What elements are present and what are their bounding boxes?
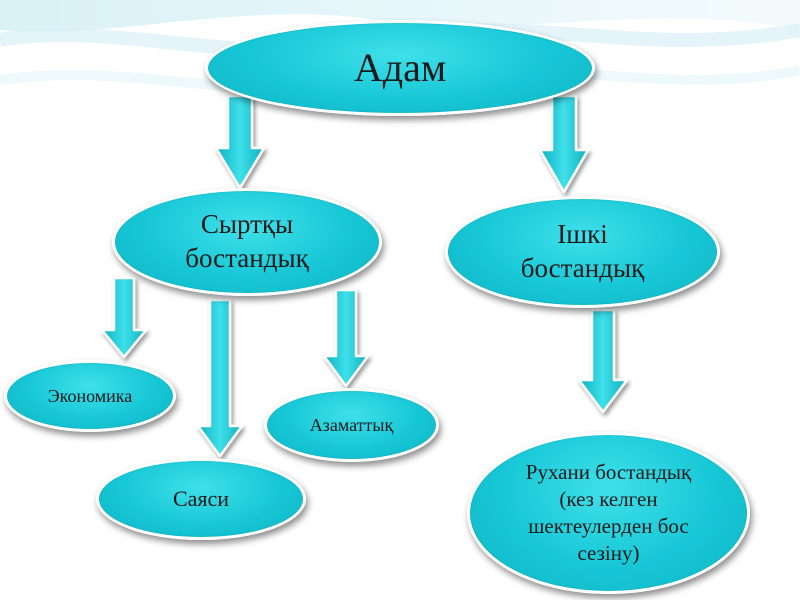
node-spiritual-freedom: Рухани бостандық (кез келген шектеулерде…	[467, 432, 750, 594]
arrow-outer-to-politics	[196, 298, 244, 458]
node-outer-freedom: Сыртқы бостандық	[112, 188, 382, 296]
node-civic: Азаматтық	[264, 388, 439, 462]
arrow-outer-to-civic	[322, 288, 370, 388]
node-inner-freedom: Ішкі бостандық	[445, 196, 720, 308]
node-civic-label: Азаматтық	[309, 414, 394, 435]
node-outer-freedom-label: Сыртқы бостандық	[185, 209, 309, 273]
node-inner-freedom-label: Ішкі бостандық	[520, 219, 645, 283]
node-politics: Саяси	[96, 458, 306, 540]
node-adam: Адам	[205, 20, 595, 116]
arrow-adam-to-inner	[538, 94, 590, 194]
node-economy-label: Экономика	[47, 385, 133, 406]
node-adam-label: Адам	[353, 45, 447, 90]
node-politics-label: Саяси	[172, 486, 230, 512]
arrow-inner-to-spiritual	[577, 308, 629, 414]
arrow-adam-to-outer	[214, 94, 266, 190]
arrow-outer-to-economy	[100, 276, 148, 359]
node-spiritual-freedom-label: Рухани бостандық (кез келген шектеулерде…	[525, 460, 692, 565]
node-economy: Экономика	[4, 360, 176, 432]
